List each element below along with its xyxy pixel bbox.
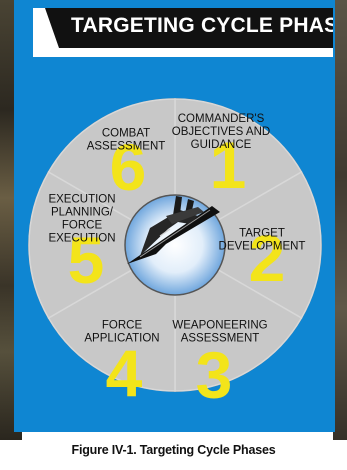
background-photo-right [333, 0, 347, 440]
phase-label-line: EXECUTION [48, 194, 115, 206]
phase-label-line: COMMANDER'S [178, 113, 265, 125]
phase-label-line: GUIDANCE [191, 139, 252, 151]
page-title: TARGETING CYCLE PHASES [71, 14, 333, 37]
phase-label-line: APPLICATION [84, 333, 159, 345]
title-bar [45, 8, 333, 48]
stealth-aircraft-icon [127, 196, 220, 264]
phase-label-line: EXECUTION [48, 233, 115, 245]
phase-number-3: 3 [196, 338, 233, 412]
phase-label-line: PLANNING/ [51, 207, 114, 219]
phase-label-line: WEAPONEERING [172, 320, 267, 332]
title-banner: TARGETING CYCLE PHASES [33, 8, 333, 57]
phase-number-5: 5 [68, 223, 105, 297]
phase-number-6: 6 [110, 130, 147, 204]
phase-label-line: ASSESSMENT [87, 141, 166, 153]
phase-number-2: 2 [249, 221, 286, 295]
phase-label-line: OBJECTIVES AND [172, 126, 270, 138]
wheel-segments [28, 98, 322, 392]
phase-label-line: DEVELOPMENT [219, 241, 306, 253]
phase-number-1: 1 [210, 128, 247, 202]
phase-label-line: COMBAT [102, 128, 150, 140]
phase-label-line: TARGET [239, 228, 285, 240]
phase-label-line: ASSESSMENT [181, 333, 260, 345]
phase-label-line: FORCE [62, 220, 103, 232]
figure-caption: Figure IV-1. Targeting Cycle Phases [71, 443, 276, 457]
phase-number-4: 4 [106, 336, 143, 410]
phase-label-line: FORCE [102, 320, 143, 332]
